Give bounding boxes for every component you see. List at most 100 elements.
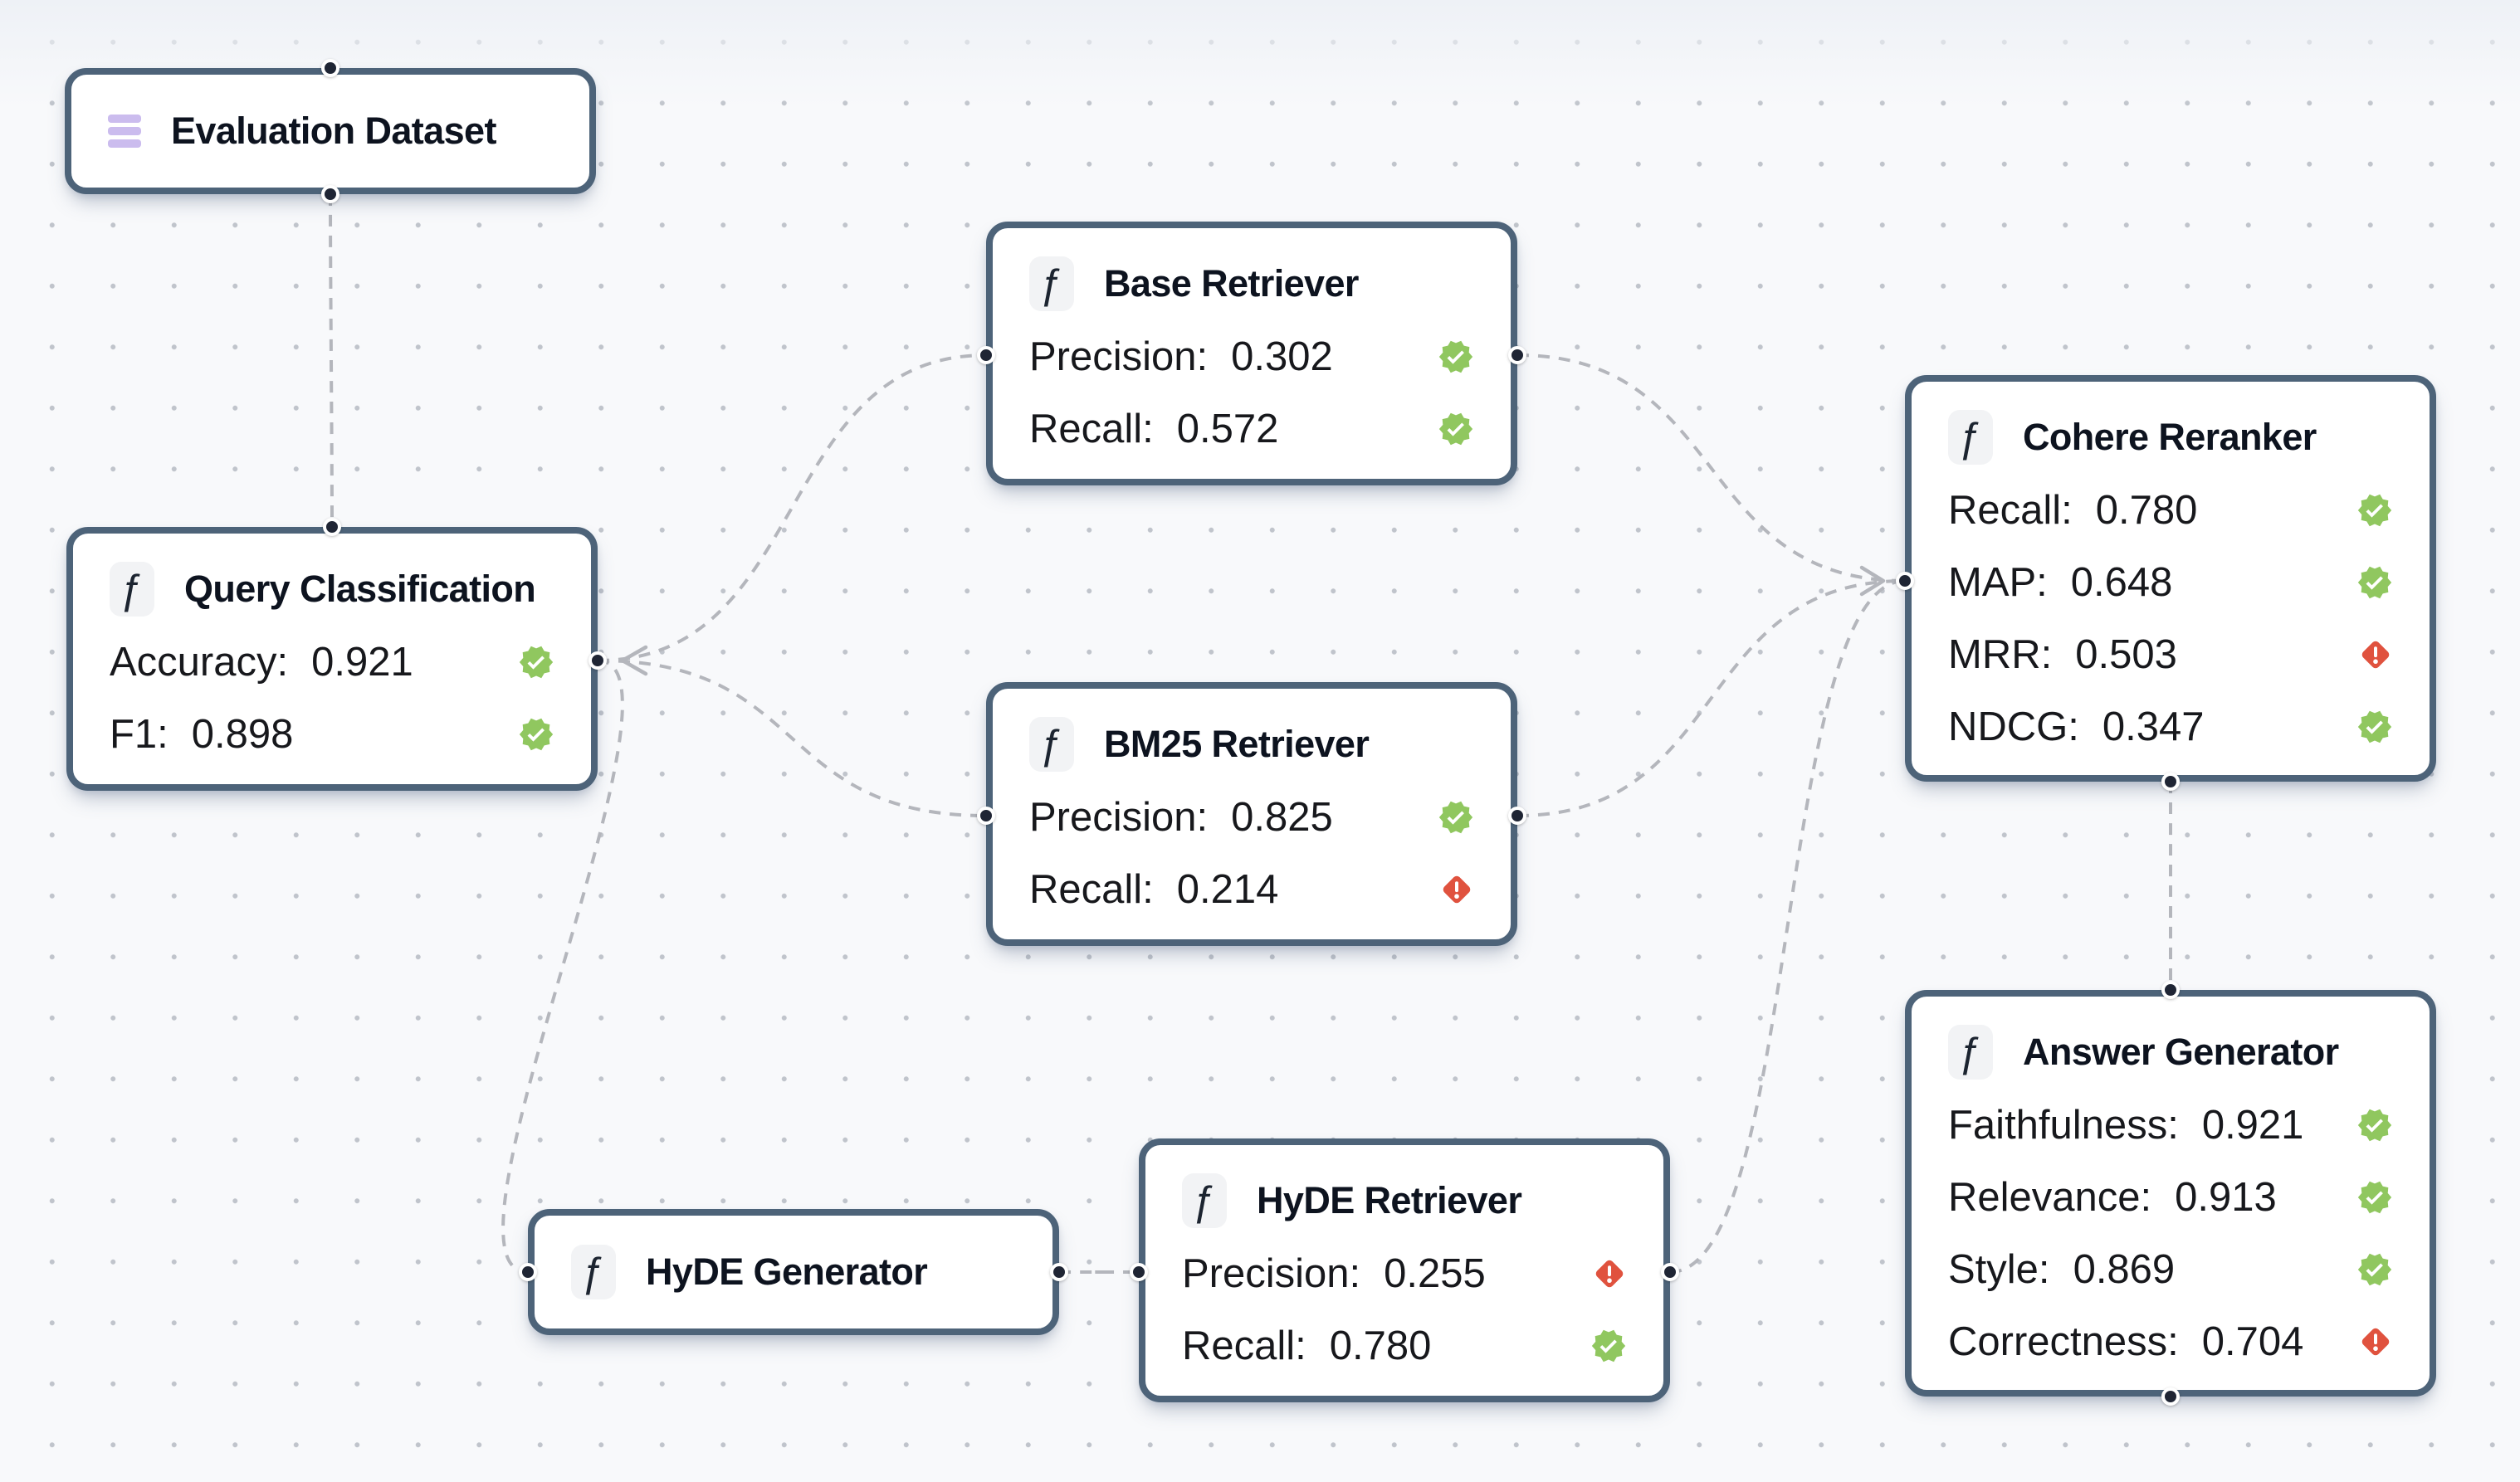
edge-arrowhead-icon — [1859, 565, 1886, 597]
pass-badge-icon — [2357, 1181, 2392, 1213]
metric-label: Precision: — [1029, 334, 1209, 379]
handle-hyde-generator-left[interactable] — [519, 1263, 537, 1281]
metric-row: Recall: 0.780 — [1948, 474, 2393, 546]
node-answer-generator[interactable]: ƒ Answer Generator Faithfulness: 0.921 Re… — [1905, 990, 2436, 1397]
edge-query-classification-to-hyde-generator[interactable] — [501, 659, 624, 1274]
handle-answer-generator-bottom[interactable] — [2161, 1387, 2180, 1406]
pass-badge-icon — [519, 646, 554, 678]
metric-status-badge — [2358, 1324, 2393, 1359]
edge-query-classification-to-bm25-retriever[interactable] — [597, 659, 987, 817]
edge-hyde-retriever-to-cohere-reranker[interactable] — [1669, 579, 1906, 1274]
handle-query-classification-top[interactable] — [323, 518, 341, 536]
pass-badge-icon — [2357, 1109, 2392, 1141]
edge-bm25-retriever-to-cohere-reranker[interactable] — [1516, 579, 1906, 817]
metric-label: F1: — [110, 711, 168, 757]
dataset-icon — [108, 115, 141, 148]
metric-row: Style: 0.869 — [1948, 1233, 2393, 1305]
edge-arrowhead-icon — [620, 645, 648, 676]
metric-value: 0.572 — [1176, 406, 1279, 451]
metric-value: 0.921 — [2201, 1102, 2304, 1148]
metric-label: Correctness: — [1948, 1319, 2179, 1364]
metric-row: Precision: 0.302 — [1029, 320, 1474, 392]
handle-bm25-retriever-right[interactable] — [1508, 807, 1526, 825]
edge-dataset-to-query-classification[interactable] — [329, 193, 334, 528]
node-evaluation-dataset[interactable]: Evaluation Dataset — [65, 68, 596, 194]
metric-value: 0.780 — [1329, 1323, 1432, 1368]
metric-value: 0.214 — [1176, 866, 1279, 912]
function-icon: ƒ — [110, 562, 154, 617]
node-title: Answer Generator — [2023, 1031, 2339, 1073]
handle-hyde-generator-right[interactable] — [1050, 1263, 1068, 1281]
metric-label: Faithfulness: — [1948, 1102, 2179, 1148]
metric-status-badge — [518, 644, 554, 680]
metric-value: 0.921 — [311, 639, 413, 685]
pass-badge-icon — [1438, 801, 1473, 833]
handle-cohere-reranker-left[interactable] — [1896, 572, 1914, 590]
metric-value: 0.503 — [2075, 631, 2177, 677]
fail-badge-icon — [1595, 1260, 1624, 1287]
handle-hyde-retriever-left[interactable] — [1130, 1263, 1148, 1281]
metric-value: 0.913 — [2175, 1174, 2277, 1220]
node-hyde-generator[interactable]: ƒ HyDE Generator — [528, 1209, 1059, 1335]
metric-status-badge — [1438, 339, 1474, 375]
metric-value: 0.869 — [2073, 1246, 2176, 1292]
fail-badge-icon — [1443, 875, 1471, 903]
function-icon: ƒ — [1948, 1025, 1993, 1080]
metric-row: Correctness: 0.704 — [1948, 1305, 2393, 1377]
node-header: ƒ Answer Generator — [1948, 1016, 2393, 1089]
metric-label: Recall: — [1948, 487, 2073, 533]
node-title: Query Classification — [184, 568, 536, 610]
handle-evaluation-dataset-top[interactable] — [321, 59, 339, 77]
function-icon: ƒ — [1948, 410, 1993, 465]
node-title: HyDE Retriever — [1257, 1179, 1522, 1221]
node-title: Cohere Reranker — [2023, 416, 2317, 458]
function-icon: ƒ — [571, 1245, 616, 1299]
node-header: ƒ HyDE Generator — [571, 1216, 1016, 1328]
pass-badge-icon — [1591, 1329, 1626, 1362]
pass-badge-icon — [519, 718, 554, 750]
edge-base-retriever-to-cohere-reranker[interactable] — [1516, 353, 1906, 583]
handle-hyde-retriever-right[interactable] — [1661, 1263, 1679, 1281]
metric-value: 0.704 — [2201, 1319, 2304, 1364]
handle-base-retriever-left[interactable] — [977, 346, 995, 364]
metric-label: Recall: — [1029, 866, 1154, 912]
metric-status-badge — [2356, 1251, 2393, 1288]
metric-row: Faithfulness: 0.921 — [1948, 1089, 2393, 1161]
pass-badge-icon — [2357, 1253, 2392, 1285]
metric-status-badge — [1438, 411, 1474, 447]
edge-query-classification-to-base-retriever[interactable] — [597, 353, 987, 662]
metric-status-badge — [2356, 564, 2393, 601]
pass-badge-icon — [1438, 340, 1473, 373]
node-title: HyDE Generator — [646, 1250, 928, 1293]
handle-base-retriever-right[interactable] — [1508, 346, 1526, 364]
pass-badge-icon — [2357, 710, 2392, 743]
metric-value: 0.347 — [2102, 704, 2205, 749]
metric-label: Recall: — [1182, 1323, 1306, 1368]
metric-row: Recall: 0.572 — [1029, 392, 1474, 465]
node-header: ƒ Cohere Reranker — [1948, 401, 2393, 474]
metric-status-badge — [2356, 709, 2393, 745]
metric-status-badge — [1438, 799, 1474, 836]
metric-status-badge — [2356, 492, 2393, 529]
metric-label: Relevance: — [1948, 1174, 2152, 1220]
handle-answer-generator-top[interactable] — [2161, 981, 2180, 999]
pass-badge-icon — [2357, 566, 2392, 598]
metric-row: Precision: 0.255 — [1182, 1237, 1627, 1309]
metric-status-badge — [1590, 1328, 1627, 1364]
metric-status-badge — [2358, 637, 2393, 672]
handle-bm25-retriever-left[interactable] — [977, 807, 995, 825]
handle-query-classification-right[interactable] — [588, 651, 607, 670]
handle-evaluation-dataset-bottom[interactable] — [321, 185, 339, 203]
metric-value: 0.825 — [1231, 794, 1333, 840]
handle-cohere-reranker-bottom[interactable] — [2161, 773, 2180, 791]
metric-value: 0.780 — [2095, 487, 2198, 533]
